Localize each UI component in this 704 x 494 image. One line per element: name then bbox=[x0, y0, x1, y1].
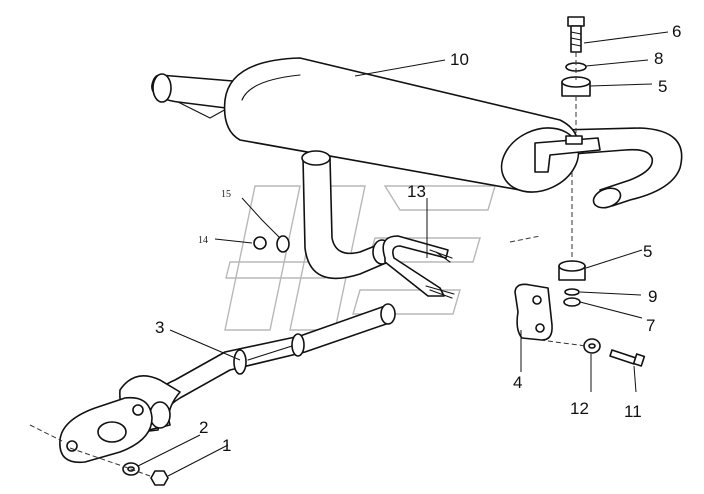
callout-12: 12 bbox=[570, 399, 589, 418]
rear-inlet-pipe bbox=[151, 73, 246, 119]
callout-15: 15 bbox=[221, 189, 231, 200]
front-exhaust-pipe bbox=[119, 303, 396, 433]
callout-2: 2 bbox=[199, 418, 208, 437]
clamp-bracket bbox=[514, 283, 553, 341]
rubber-mount-upper bbox=[561, 76, 591, 97]
callout-6: 6 bbox=[672, 22, 681, 41]
callout-8: 8 bbox=[654, 49, 663, 68]
muffler-inlet-pipe bbox=[301, 150, 392, 280]
mount-nut-lower bbox=[563, 297, 581, 307]
callout-5-lower: 5 bbox=[643, 242, 652, 261]
callout-5-upper: 5 bbox=[658, 77, 667, 96]
u-bolt bbox=[382, 235, 455, 299]
callout-13: 13 bbox=[407, 182, 426, 201]
callout-14: 14 bbox=[198, 235, 208, 246]
callout-9: 9 bbox=[648, 287, 657, 306]
flange-nut bbox=[150, 470, 169, 486]
clamp-washer bbox=[583, 338, 601, 354]
callout-4: 4 bbox=[513, 373, 522, 392]
callout-11: 11 bbox=[624, 402, 642, 421]
mount-bolt-upper bbox=[567, 16, 585, 53]
clamp-bolt bbox=[609, 349, 646, 367]
exhaust-flange bbox=[59, 396, 153, 464]
callout-10: 10 bbox=[450, 50, 469, 69]
callout-7: 7 bbox=[646, 316, 655, 335]
small-parts-14-15 bbox=[253, 235, 290, 253]
leader-lines bbox=[137, 31, 669, 477]
muffler-bracket bbox=[534, 135, 601, 173]
mount-washer-lower bbox=[564, 288, 580, 296]
callout-1: 1 bbox=[222, 436, 231, 455]
callout-3: 3 bbox=[155, 318, 164, 337]
rubber-mount-lower bbox=[558, 260, 586, 281]
assembly-centerlines bbox=[29, 52, 587, 477]
callout-labels: 1 2 3 4 5 5 6 7 8 9 10 11 12 13 14 15 bbox=[155, 22, 681, 455]
